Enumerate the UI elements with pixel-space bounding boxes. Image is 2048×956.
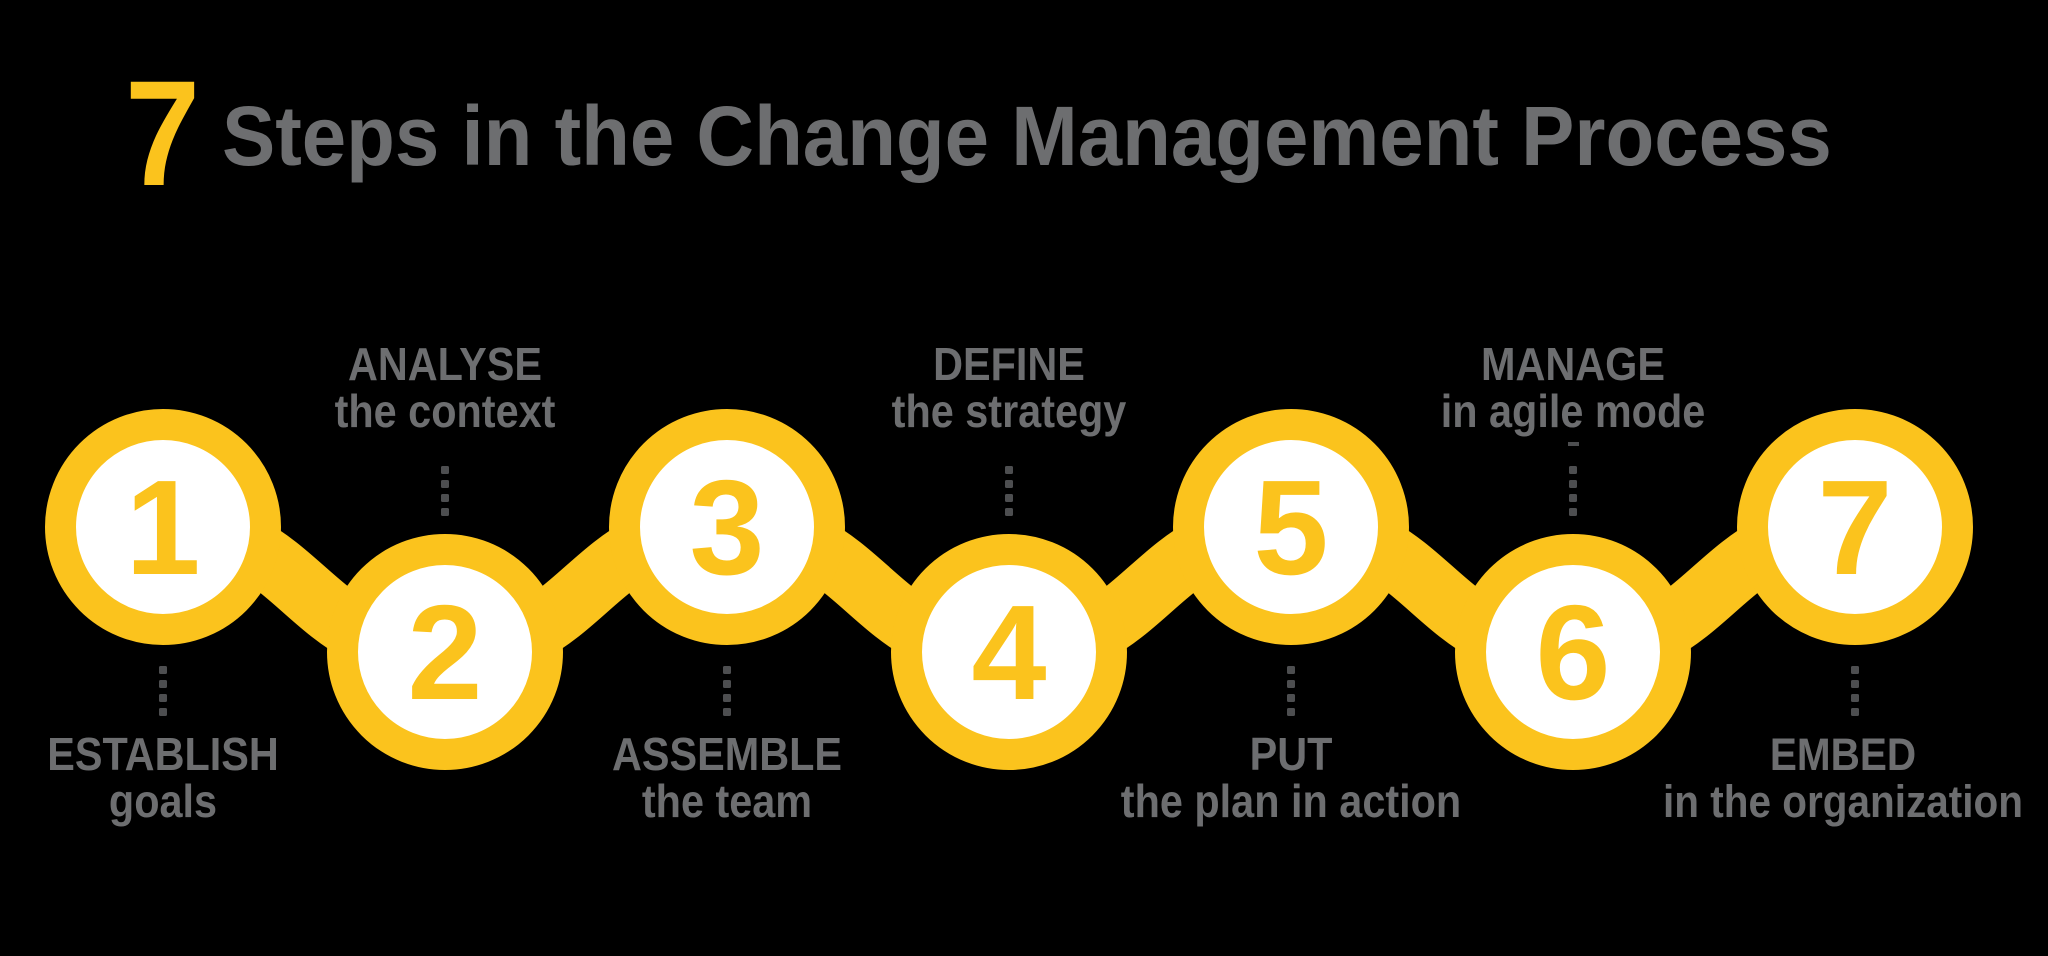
- step-circle-3: [609, 409, 845, 645]
- step-label: ANALYSE the context: [175, 341, 715, 435]
- step-circle-4: [891, 534, 1127, 770]
- connector-dot: [159, 708, 167, 716]
- step-label-title: DEFINE: [933, 338, 1085, 390]
- dotted-connector: [159, 666, 167, 716]
- connector-dot: [1005, 466, 1013, 474]
- step-number: 5: [1253, 451, 1329, 603]
- dotted-connector: [1569, 466, 1577, 516]
- step-number: 1: [125, 451, 201, 603]
- title-number: 7: [125, 49, 201, 217]
- step-label-title: ANALYSE: [347, 338, 543, 390]
- connector-dot: [1287, 666, 1295, 674]
- step-label-subtitle: goals: [108, 775, 218, 827]
- step-label: EMBED in the organization: [1573, 731, 2048, 825]
- connector-dot: [1851, 694, 1859, 702]
- step-label: DEFINE the strategy: [739, 341, 1279, 435]
- step-label: ASSEMBLE the team: [457, 731, 997, 825]
- connector-dot: [1851, 680, 1859, 688]
- connector-dot: [1005, 480, 1013, 488]
- dotted-connector: [1005, 466, 1013, 516]
- dotted-connector: [1287, 666, 1295, 716]
- step-label-title: ESTABLISH: [47, 728, 279, 780]
- step-label-subtitle: the strategy: [891, 385, 1127, 437]
- step-label-subtitle: the team: [641, 775, 813, 827]
- connector-dot: [441, 466, 449, 474]
- connector-dot: [1287, 694, 1295, 702]
- connector-dot: [1851, 666, 1859, 674]
- step-number: 3: [689, 451, 765, 603]
- connector-dot: [1851, 708, 1859, 716]
- connector-dot: [723, 666, 731, 674]
- connector-dot: [159, 666, 167, 674]
- connector-dot: [723, 680, 731, 688]
- connector-dot: [723, 708, 731, 716]
- step-number: 6: [1535, 576, 1611, 728]
- step-label-title: PUT: [1249, 728, 1333, 780]
- connector-dot: [441, 508, 449, 516]
- step-number: 7: [1817, 451, 1893, 603]
- connector-dot: [1569, 480, 1577, 488]
- connector-dot: [159, 680, 167, 688]
- dotted-connector: [723, 666, 731, 716]
- step-label-title: EMBED: [1769, 729, 1917, 780]
- connector-dot: [1005, 494, 1013, 502]
- connector-dot: [1287, 680, 1295, 688]
- step-circle-1: [45, 409, 281, 645]
- connector-dot: [1569, 466, 1577, 474]
- step-label: PUT the plan in action: [1021, 731, 1561, 825]
- connector-dot: [1005, 508, 1013, 516]
- dotted-connector: [1851, 666, 1859, 716]
- connector-dot: [441, 480, 449, 488]
- dotted-connector: [441, 466, 449, 516]
- step-label: ESTABLISH goals: [0, 731, 433, 825]
- connector-dot: [1569, 508, 1577, 516]
- step-label-subtitle: in agile mode: [1440, 385, 1706, 437]
- step-circle-2: [327, 534, 563, 770]
- step-number: 2: [407, 576, 483, 728]
- connector-dot: [723, 694, 731, 702]
- step-label-title: ASSEMBLE: [611, 728, 843, 780]
- connector-dot: [1569, 494, 1577, 502]
- connector-dash: [1568, 442, 1579, 446]
- step-circle-5: [1173, 409, 1409, 645]
- step-label: MANAGE in agile mode: [1303, 341, 1843, 435]
- step-circle-7: [1737, 409, 1973, 645]
- step-label-title: MANAGE: [1480, 338, 1665, 390]
- step-label-subtitle: in the organization: [1663, 776, 2023, 827]
- connector-dot: [159, 694, 167, 702]
- page-title: Steps in the Change Management Process: [222, 89, 1832, 183]
- step-label-subtitle: the plan in action: [1120, 775, 1462, 827]
- connector-dot: [1287, 708, 1295, 716]
- step-label-subtitle: the context: [334, 385, 556, 437]
- step-circle-6: [1455, 534, 1691, 770]
- connector-dot: [441, 494, 449, 502]
- step-number: 4: [971, 576, 1047, 728]
